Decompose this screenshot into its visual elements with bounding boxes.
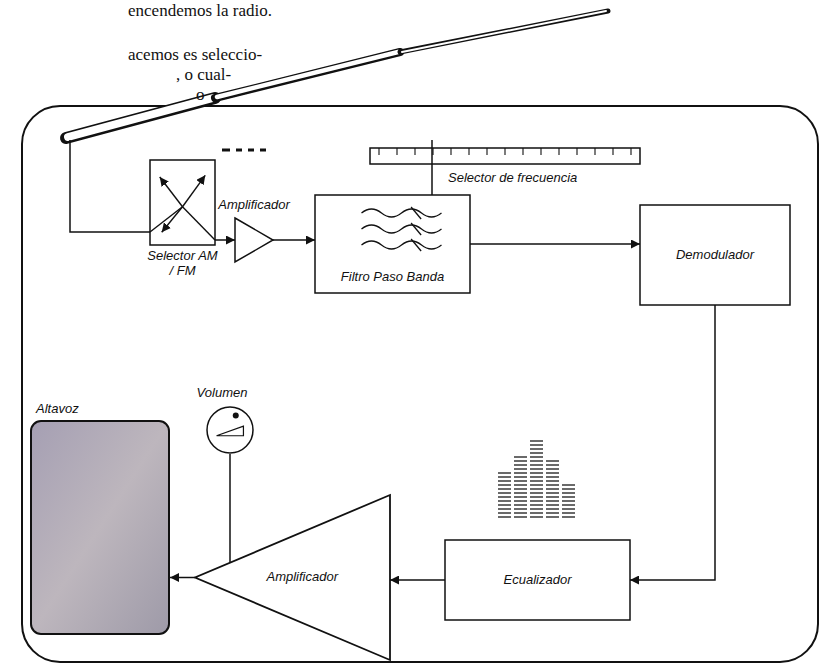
rf-amplifier: Amplificador: [235, 218, 273, 262]
signal-connector: [273, 239, 315, 241]
signal-connector: [215, 239, 235, 241]
signal-connector: [390, 579, 445, 581]
node-label: Selector AM / FM: [146, 249, 220, 279]
am-fm-selector: Selector AM / FM: [150, 160, 215, 245]
equalizer-bars: [498, 440, 575, 520]
node-label: Volumen: [197, 386, 248, 401]
band-pass-filter: Filtro Paso Banda: [315, 195, 470, 293]
volume-knob-outline: [206, 406, 254, 454]
frequency-dial: [370, 140, 640, 195]
speaker: Altavoz: [30, 420, 170, 635]
antenna-wire: [70, 140, 150, 232]
node-label: Altavoz: [36, 402, 79, 417]
speaker-outline: [30, 420, 170, 635]
page-text-fragment: acemos es seleccio-: [128, 46, 262, 64]
volume-knob: Volumen: [206, 406, 254, 454]
audio-amplifier: Amplificador: [195, 495, 390, 660]
node-label: Filtro Paso Banda: [341, 270, 444, 285]
signal-connector: [470, 243, 640, 245]
node-label: Demodulador: [676, 248, 754, 263]
rf-amplifier-outline: [235, 218, 273, 262]
signal-connector: [229, 454, 231, 563]
page-text-fragment: , o cual-: [176, 66, 231, 84]
dial-label: Selector de frecuencia: [448, 170, 577, 185]
am-fm-selector-outline: [150, 160, 215, 245]
node-label: Ecualizador: [504, 573, 572, 588]
signal-connector: [170, 577, 195, 579]
page-text-fragment: o: [196, 86, 205, 104]
radio-housing: [22, 106, 818, 662]
antenna: [66, 11, 608, 138]
node-label: Amplificador: [266, 570, 338, 585]
page-text-fragment: encendemos la radio.: [128, 2, 272, 20]
equalizer-box: Ecualizador: [445, 540, 630, 620]
node-label: Amplificador: [218, 198, 290, 213]
signal-connector: [630, 305, 715, 580]
band-dashes: [222, 149, 266, 152]
demodulator-box: Demodulador: [640, 205, 790, 305]
